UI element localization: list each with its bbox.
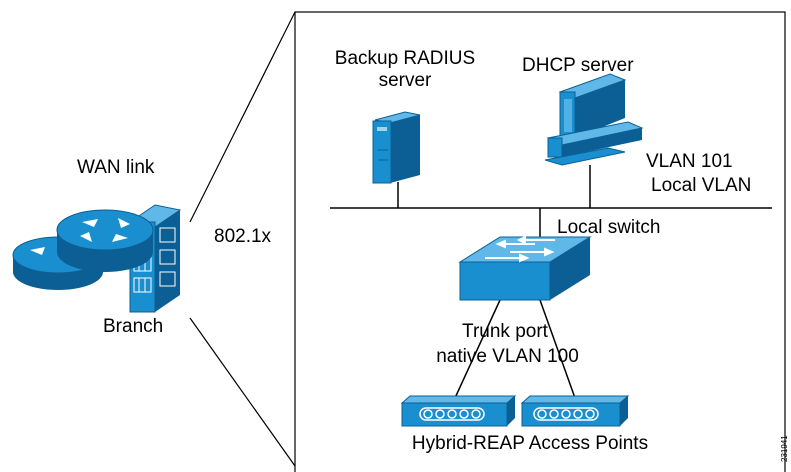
backup-radius-label: Backup RADIUS server	[310, 48, 500, 92]
access-points-label: Hybrid-REAP Access Points	[411, 433, 649, 454]
local-vlan-label: Local VLAN	[651, 175, 752, 196]
local-switch-label: Local switch	[557, 217, 661, 238]
figure-id: 231941	[780, 435, 789, 462]
workstation-icon	[544, 73, 644, 166]
branch-label: Branch	[103, 316, 164, 337]
access-point-icon	[520, 395, 630, 427]
lan-backbone	[330, 165, 772, 399]
server-tower-icon	[372, 111, 421, 184]
access-point-icon	[400, 395, 517, 427]
wan-link-label: WAN link	[77, 157, 155, 178]
dhcp-server-label: DHCP server	[522, 55, 634, 76]
backup-radius-line2: server	[378, 70, 432, 91]
vlan101-label: VLAN 101	[646, 151, 733, 172]
trunk-port-label: Trunk port	[462, 321, 548, 342]
switch-icon	[458, 235, 592, 301]
detail-box	[294, 11, 786, 472]
zoom-callout-lines	[189, 11, 786, 472]
backup-radius-line1: Backup RADIUS	[334, 48, 476, 69]
router-icon	[56, 209, 154, 272]
native-vlan-label: native VLAN 100	[436, 346, 579, 367]
dot1x-label: 802.1x	[214, 226, 272, 247]
